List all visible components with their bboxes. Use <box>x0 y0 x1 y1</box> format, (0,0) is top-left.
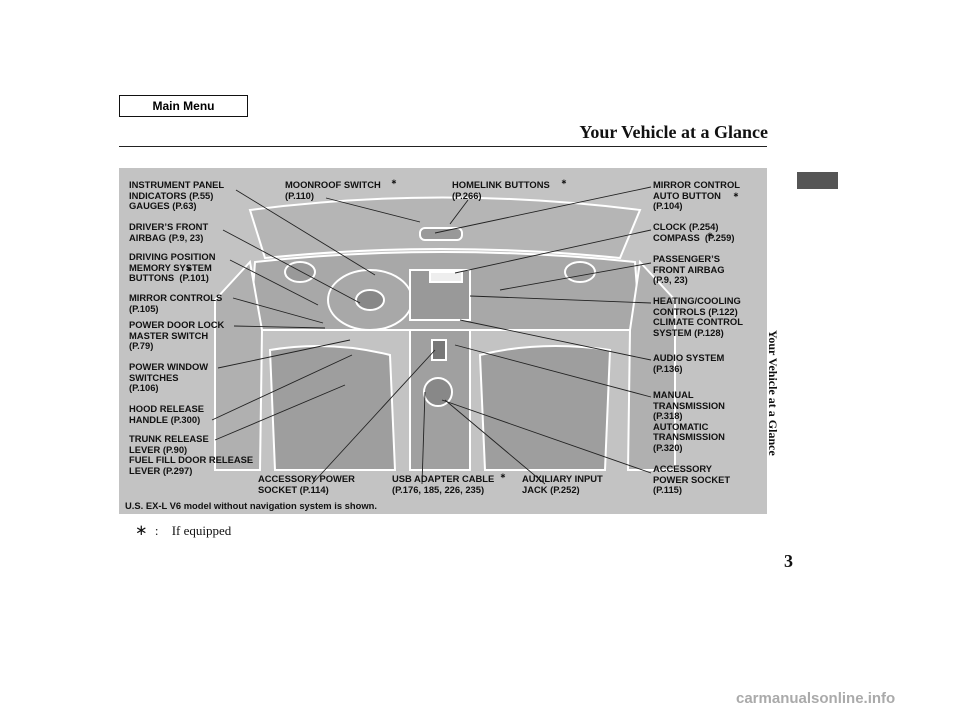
label-mirror-auto[interactable]: MIRROR CONTROL AUTO BUTTON (P.104) <box>653 179 740 211</box>
legend-text: If equipped <box>171 523 232 538</box>
label-usb[interactable]: USB ADAPTER CABLE (P.176, 185, 226, 235) <box>392 473 495 495</box>
shift-lever <box>431 339 447 361</box>
label-accessory-socket-right[interactable]: ACCESSORY POWER SOCKET (P.115) <box>653 463 731 495</box>
leader-mirror-controls <box>232 297 324 324</box>
section-side-title: Your Vehicle at a Glance <box>766 330 780 456</box>
display-screen <box>429 271 463 283</box>
label-heating[interactable]: HEATING/COOLING CONTROLS (P.122) CLIMATE… <box>653 295 743 338</box>
label-passenger-airbag[interactable]: PASSENGER’S FRONT AIRBAG (P.9, 23) <box>653 253 725 285</box>
label-mirror-controls[interactable]: MIRROR CONTROLS (P.105) <box>129 292 223 314</box>
leader-door-lock <box>233 325 326 329</box>
diagram-caption: U.S. EX-L V6 model without navigation sy… <box>125 500 377 511</box>
leader-memory <box>229 259 319 306</box>
leader-socket-right <box>441 399 652 474</box>
label-accessory-socket-bottom[interactable]: ACCESSORY POWER SOCKET (P.114) <box>258 473 355 495</box>
leader-passenger-airbag <box>499 262 652 291</box>
leader-mirror-auto <box>434 186 652 234</box>
cupholder-area <box>423 377 453 407</box>
label-trunk-release[interactable]: TRUNK RELEASE LEVER (P.90) FUEL FILL DOO… <box>129 433 254 476</box>
label-power-window[interactable]: POWER WINDOW SWITCHES (P.106) <box>129 361 209 393</box>
label-audio[interactable]: AUDIO SYSTEM (P.136) <box>653 352 725 374</box>
asterisk-usb: ∗ <box>500 473 506 480</box>
steering-hub <box>355 289 385 311</box>
page-number: 3 <box>784 551 793 571</box>
leader-heating <box>469 295 652 304</box>
leader-hood <box>211 354 353 421</box>
leader-transmission <box>454 344 652 398</box>
asterisk-moonroof: ∗ <box>391 179 397 186</box>
asterisk-driving-position: ∗ <box>186 266 192 273</box>
label-instrument-panel[interactable]: INSTRUMENT PANEL INDICATORS (P.55) GAUGE… <box>129 179 225 211</box>
label-homelink[interactable]: HOMELINK BUTTONS (P.266) <box>452 179 550 201</box>
asterisk-compass: ∗ <box>707 232 713 239</box>
right-door <box>626 259 676 471</box>
label-door-lock[interactable]: POWER DOOR LOCK MASTER SWITCH (P.79) <box>129 319 225 351</box>
leader-trunk <box>214 384 346 441</box>
section-tab <box>797 172 838 189</box>
legend: ∗ : If equipped <box>135 521 231 540</box>
label-driving-position[interactable]: DRIVING POSITION MEMORY SYSTEM BUTTONS (… <box>129 251 216 283</box>
legend-symbol: ∗ <box>135 523 148 539</box>
asterisk-mirror-auto: ∗ <box>733 192 739 199</box>
asterisk-homelink: ∗ <box>561 179 567 186</box>
leader-clock <box>454 229 652 274</box>
watermark: carmanualsonline.info <box>736 690 896 707</box>
passenger-seat <box>478 345 612 471</box>
left-door <box>214 259 264 471</box>
header-rule <box>119 146 767 147</box>
label-clock[interactable]: CLOCK (P.254) COMPASS (P.259) <box>653 221 735 243</box>
rearview-mirror <box>419 227 463 241</box>
leader-driver-airbag <box>222 229 361 304</box>
label-aux[interactable]: AUXILIARY INPUT JACK (P.252) <box>522 473 603 495</box>
leader-homelink <box>449 199 469 225</box>
label-moonroof[interactable]: MOONROOF SWITCH (P.110) <box>285 179 381 201</box>
leader-window <box>217 339 351 369</box>
label-drivers-airbag[interactable]: DRIVER’S FRONT AIRBAG (P.9, 23) <box>129 221 209 243</box>
label-hood-release[interactable]: HOOD RELEASE HANDLE (P.300) <box>129 403 205 425</box>
leader-instrument <box>235 189 376 276</box>
main-menu-button[interactable]: Main Menu <box>119 95 248 117</box>
leader-moonroof <box>325 197 421 223</box>
driver-seat <box>268 345 397 471</box>
leader-socket-bottom <box>311 349 436 485</box>
label-transmission[interactable]: MANUAL TRANSMISSION (P.318) AUTOMATIC TR… <box>653 389 725 453</box>
right-mirror <box>564 261 596 283</box>
page-title: Your Vehicle at a Glance <box>579 122 768 142</box>
legend-separator: : <box>154 523 159 538</box>
leader-audio <box>459 319 652 361</box>
leader-aux <box>444 399 546 485</box>
leader-usb <box>421 391 426 485</box>
